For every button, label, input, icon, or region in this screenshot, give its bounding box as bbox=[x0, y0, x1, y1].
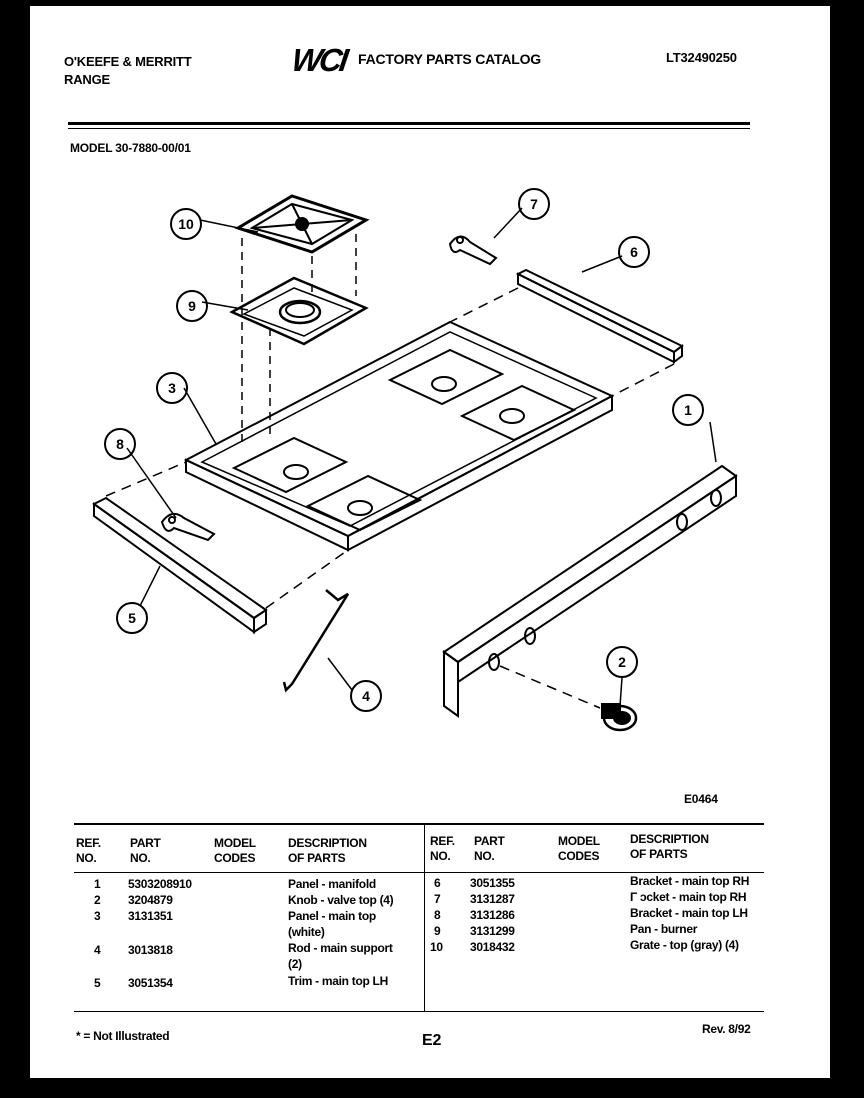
hdr-desc-1: DESCRIPTION bbox=[288, 836, 367, 850]
row-7-desc: Γ ɔcket - main top RH bbox=[630, 890, 747, 904]
callout-3: 3 bbox=[156, 372, 188, 404]
row-8-ref: 8 bbox=[434, 908, 441, 922]
brand-line-2: RANGE bbox=[64, 72, 110, 87]
trim-drawing bbox=[92, 496, 268, 634]
hdr-model-1-right: MODEL bbox=[558, 834, 600, 848]
support-rod-drawing bbox=[282, 589, 350, 693]
hdr-desc-1-right: DESCRIPTION bbox=[630, 832, 709, 846]
row-4-desc-2: (2) bbox=[288, 957, 302, 971]
row-3-desc: Panel - main top bbox=[288, 909, 376, 923]
row-9-part: 3131299 bbox=[470, 924, 515, 938]
hdr-ref-2: NO. bbox=[76, 851, 97, 865]
row-2-ref: 2 bbox=[94, 893, 101, 907]
hdr-desc-2-right: OF PARTS bbox=[630, 847, 688, 861]
header-rule-thin bbox=[68, 128, 750, 129]
hdr-desc-2: OF PARTS bbox=[288, 851, 346, 865]
catalog-number: LT32490250 bbox=[666, 50, 737, 65]
lh-bracket-drawing bbox=[160, 512, 216, 542]
table-divider bbox=[424, 824, 425, 1012]
row-4-ref: 4 bbox=[94, 943, 101, 957]
hdr-part-1: PART bbox=[130, 836, 161, 850]
row-4-part: 3013818 bbox=[128, 943, 173, 957]
callout-6: 6 bbox=[618, 236, 650, 268]
exploded-parts-diagram bbox=[92, 194, 738, 732]
row-9-desc: Pan - burner bbox=[630, 922, 698, 936]
callout-5: 5 bbox=[116, 602, 148, 634]
row-1-desc: Panel - manifold bbox=[288, 877, 376, 891]
row-10-desc: Grate - top (gray) (4) bbox=[630, 938, 739, 952]
row-6-desc: Bracket - main top RH bbox=[630, 874, 750, 888]
row-8-part: 3131286 bbox=[470, 908, 515, 922]
page-number: E2 bbox=[422, 1032, 442, 1049]
revision: Rev. 8/92 bbox=[702, 1022, 751, 1036]
hdr-ref-1-right: REF. bbox=[430, 834, 455, 848]
header-rule bbox=[68, 122, 750, 125]
row-9-ref: 9 bbox=[434, 924, 441, 938]
callout-leaders bbox=[126, 207, 717, 707]
hdr-part-2: NO. bbox=[130, 851, 151, 865]
hdr-part-2-right: NO. bbox=[474, 849, 495, 863]
row-3-desc-2: (white) bbox=[288, 925, 325, 939]
hdr-part-1-right: PART bbox=[474, 834, 505, 848]
hdr-ref-2-right: NO. bbox=[430, 849, 451, 863]
callout-2: 2 bbox=[606, 646, 638, 678]
callout-10: 10 bbox=[170, 208, 202, 240]
hdr-model-2: CODES bbox=[214, 851, 256, 865]
row-4-desc: Rod - main support bbox=[288, 941, 393, 955]
row-1-part: 5303208910 bbox=[128, 877, 192, 891]
row-3-part: 3131351 bbox=[128, 909, 173, 923]
drawing-id: E0464 bbox=[684, 792, 718, 806]
hdr-ref-1: REF. bbox=[76, 836, 101, 850]
model-label: MODEL 30-7880-00/01 bbox=[70, 141, 191, 155]
table-header-rule bbox=[74, 872, 764, 873]
grate-drawing bbox=[234, 194, 370, 254]
small-bracket-drawing bbox=[448, 235, 498, 266]
table-bottom-rule bbox=[74, 1011, 764, 1012]
main-top-panel-drawing bbox=[183, 320, 615, 552]
callout-1: 1 bbox=[672, 394, 704, 426]
hdr-model-2-right: CODES bbox=[558, 849, 600, 863]
row-7-ref: 7 bbox=[434, 892, 441, 906]
burner-pan-drawing bbox=[229, 276, 369, 346]
row-8-desc: Bracket - main top LH bbox=[630, 906, 748, 920]
callout-4: 4 bbox=[350, 680, 382, 712]
row-10-ref: 10 bbox=[430, 940, 443, 954]
manifold-panel-drawing bbox=[442, 464, 738, 718]
row-3-ref: 3 bbox=[94, 909, 101, 923]
catalog-page: O'KEEFE & MERRITT RANGE WCI FACTORY PART… bbox=[30, 6, 830, 1078]
row-7-part: 3131287 bbox=[470, 892, 515, 906]
not-illustrated-note: * = Not Illustrated bbox=[76, 1029, 170, 1043]
table-top-rule bbox=[74, 823, 764, 825]
brand-line-1: O'KEEFE & MERRITT bbox=[64, 54, 192, 69]
row-6-part: 3051355 bbox=[470, 876, 515, 890]
row-6-ref: 6 bbox=[434, 876, 441, 890]
row-5-ref: 5 bbox=[94, 976, 101, 990]
hdr-model-1: MODEL bbox=[214, 836, 256, 850]
rear-bracket-drawing bbox=[515, 268, 684, 364]
callout-8: 8 bbox=[104, 428, 136, 460]
callout-7: 7 bbox=[518, 188, 550, 220]
row-10-part: 3018432 bbox=[470, 940, 515, 954]
catalog-title: FACTORY PARTS CATALOG bbox=[358, 51, 541, 67]
row-2-part: 3204879 bbox=[128, 893, 173, 907]
knob-drawing bbox=[601, 703, 638, 732]
callout-9: 9 bbox=[176, 290, 208, 322]
row-5-desc: Trim - main top LH bbox=[288, 974, 388, 988]
row-1-ref: 1 bbox=[94, 877, 101, 891]
row-2-desc: Knob - valve top (4) bbox=[288, 893, 394, 907]
row-5-part: 3051354 bbox=[128, 976, 173, 990]
